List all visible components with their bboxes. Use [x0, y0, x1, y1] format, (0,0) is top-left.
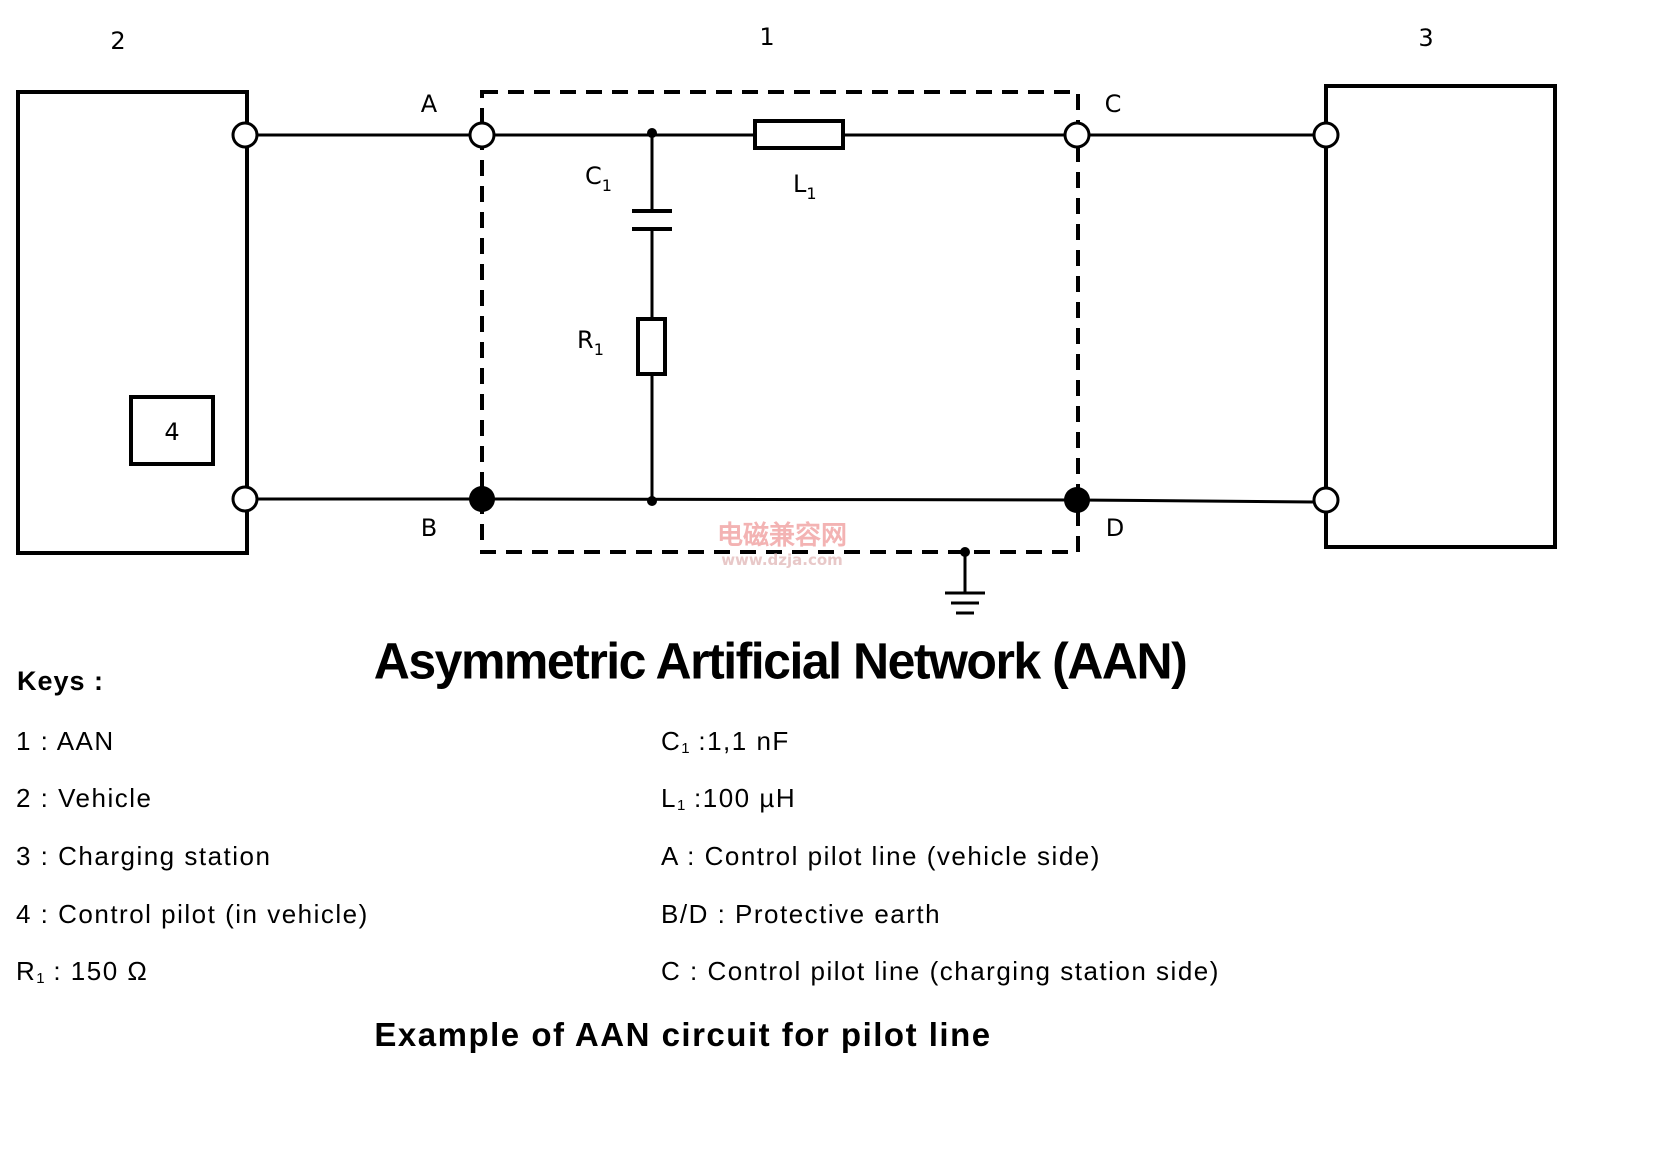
terminal-vehicle-bottom — [231, 485, 259, 513]
key-item: 4 : Control pilot (in vehicle) — [16, 899, 369, 929]
terminal-vehicle-top — [231, 121, 259, 149]
terminal-station-bottom — [1312, 486, 1340, 514]
watermark-text: 电磁兼容网 — [717, 520, 847, 551]
label-terminal-c: C — [1105, 90, 1122, 118]
key-item: B/D : Protective earth — [661, 899, 942, 929]
junction-bottom — [647, 496, 657, 506]
label-aan-number: 1 — [759, 23, 774, 51]
key-item: A : Control pilot line (vehicle side) — [661, 841, 1101, 871]
label-terminal-d: D — [1106, 514, 1124, 542]
terminal-c — [1063, 121, 1091, 149]
diagram-title: Asymmetric Artificial Network (AAN) — [373, 632, 1188, 690]
key-item: 2 : Vehicle — [16, 783, 153, 813]
key-item: L1 :100 µH — [661, 783, 797, 814]
watermark-url: www.dzja.com — [721, 551, 843, 569]
wire-d-to-station — [1077, 498, 1315, 504]
label-station-number: 3 — [1418, 24, 1433, 52]
keys-heading: Keys : — [17, 666, 105, 696]
key-item: C : Control pilot line (charging station… — [661, 956, 1220, 986]
label-control-pilot-number: 4 — [164, 418, 179, 446]
vehicle-block — [16, 90, 249, 555]
key-item: 3 : Charging station — [16, 841, 272, 871]
aan-enclosure — [480, 90, 1080, 554]
charging-station-block — [1324, 84, 1557, 549]
control-pilot-block — [129, 395, 215, 466]
label-l1: L1 — [793, 170, 817, 203]
figure-caption: Example of AAN circuit for pilot line — [374, 1016, 992, 1053]
junction-top — [647, 128, 657, 138]
label-vehicle-number: 2 — [110, 27, 125, 55]
resistor-r1 — [636, 317, 667, 376]
wire-b-to-d — [481, 497, 1079, 502]
terminal-a — [468, 121, 496, 149]
key-item: C1 :1,1 nF — [661, 726, 790, 757]
key-item: R1 : 150 Ω — [16, 956, 149, 987]
inductor-l1 — [753, 119, 845, 150]
label-c1: C1 — [585, 162, 612, 195]
label-r1: R1 — [577, 326, 604, 359]
terminal-station-top — [1312, 121, 1340, 149]
junction-ground — [960, 547, 970, 557]
label-terminal-a: A — [421, 90, 438, 118]
terminal-b — [469, 486, 495, 512]
label-terminal-b: B — [421, 514, 437, 542]
terminal-d — [1064, 487, 1090, 513]
key-item: 1 : AAN — [16, 726, 115, 756]
